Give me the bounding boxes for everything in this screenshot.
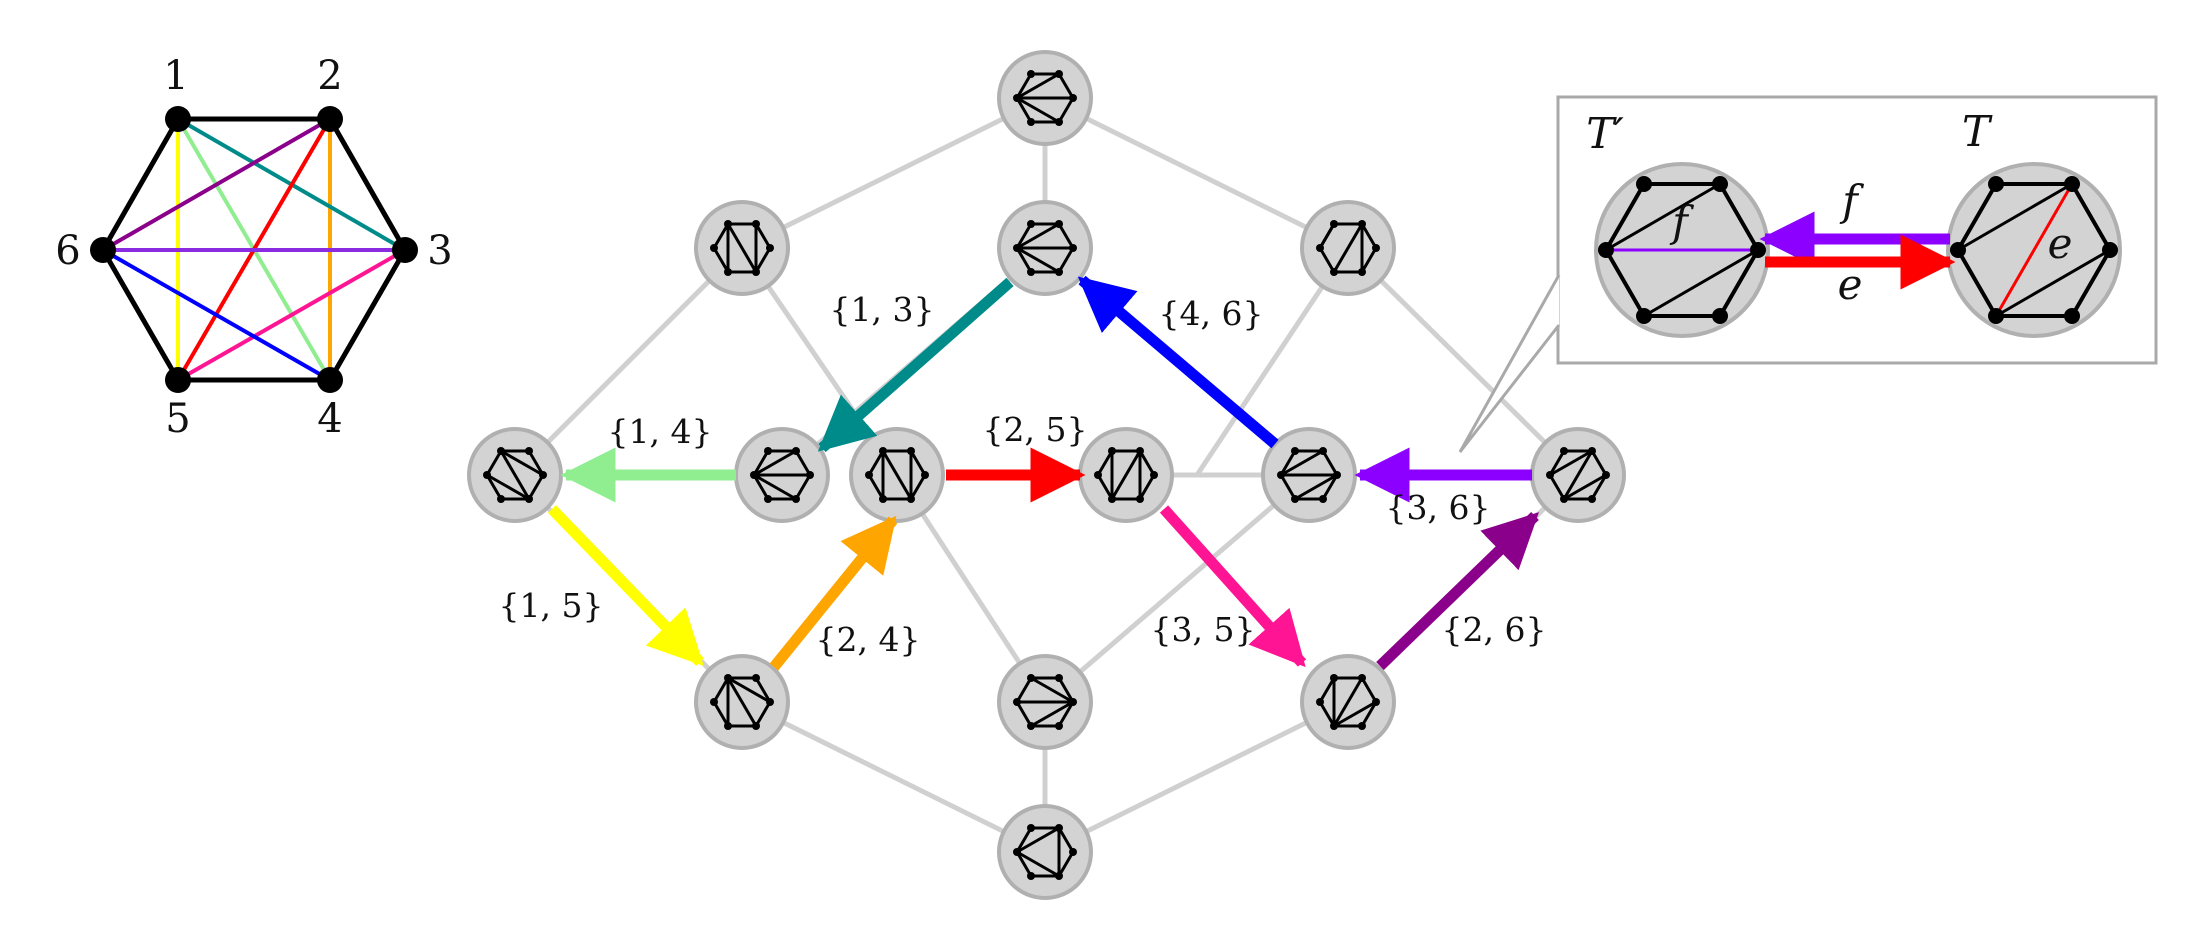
inset-diagonal-label-e: e: [2048, 219, 2073, 268]
triangulation-node: [1261, 427, 1357, 523]
diagonal-2-6: [102, 117, 331, 252]
inset-label-t: T: [1962, 107, 1993, 156]
vertex-5: [165, 367, 191, 393]
flip-arrow-4-6: [1077, 275, 1279, 449]
vertex-label-3: 3: [427, 228, 452, 274]
triangulation-node: [1078, 427, 1174, 523]
vertex-3: [392, 237, 418, 263]
vertex-label-5: 5: [165, 396, 190, 442]
edge-label-2-5: {2, 5}: [983, 410, 1088, 449]
vertex-1: [165, 106, 191, 132]
triangulation-node: [694, 200, 790, 296]
triangulation-node: [849, 427, 945, 523]
vertex-2: [317, 106, 343, 132]
triangulation-node: [1530, 427, 1626, 523]
vertex-label-1: 1: [163, 53, 188, 99]
edge-label-1-4: {1, 4}: [608, 412, 713, 451]
triangulation-node: [694, 654, 790, 750]
inset-node-t: [1946, 162, 2122, 338]
triangulation-node: [1300, 654, 1396, 750]
edge-label-4-6: {4, 6}: [1159, 294, 1264, 333]
inset-node-t-prime: [1594, 162, 1770, 338]
triangulation-node: [734, 427, 830, 523]
triangulation-node: [997, 200, 1093, 296]
vertex-4: [317, 367, 343, 393]
edge-label-3-5: {3, 5}: [1151, 610, 1256, 649]
triangulation-node: [997, 50, 1093, 146]
edge-label-1-3: {1, 3}: [830, 290, 935, 329]
diagonal-4-6: [102, 248, 331, 382]
diagonal-3-5: [177, 248, 406, 382]
flip-arrow-3-5: [1159, 505, 1307, 668]
edge-label-2-6: {2, 6}: [1442, 610, 1547, 649]
inset-callout: T′ T f e f e: [1458, 95, 2158, 453]
triangulation-node: [997, 654, 1093, 750]
flip-arrow-2-6: [1376, 512, 1539, 670]
triangulation-node: [467, 427, 563, 523]
edge-label-2-4: {2, 4}: [816, 620, 921, 659]
edge-label-3-6: {3, 6}: [1386, 488, 1491, 527]
flip-arrows: [548, 275, 1539, 671]
hexagon-figure: 1 2 3 4 5 6: [55, 53, 452, 442]
flip-arrow-1-3: [817, 277, 1014, 453]
vertex-label-2: 2: [317, 53, 342, 99]
triangulation-node: [997, 804, 1093, 900]
vertex-label-6: 6: [55, 228, 80, 274]
inset-arrow-label-e: e: [1838, 260, 1863, 309]
flip-arrow-1-5: [548, 505, 704, 666]
edge-labels: {1, 3} {4, 6} {1, 4} {2, 5} {3, 6} {1, 5…: [499, 290, 1547, 659]
flip-graph-nodes: [467, 50, 1626, 900]
inset-label-t-prime: T′: [1586, 109, 1624, 158]
flip-arrow-2-4: [769, 515, 898, 671]
hexagon-vertices: [90, 106, 418, 393]
vertex-6: [90, 237, 116, 263]
vertex-label-4: 4: [317, 396, 342, 442]
triangulation-node: [1300, 200, 1396, 296]
callout-pointer-outline: [1458, 274, 1561, 453]
edge-label-1-5: {1, 5}: [499, 586, 604, 625]
